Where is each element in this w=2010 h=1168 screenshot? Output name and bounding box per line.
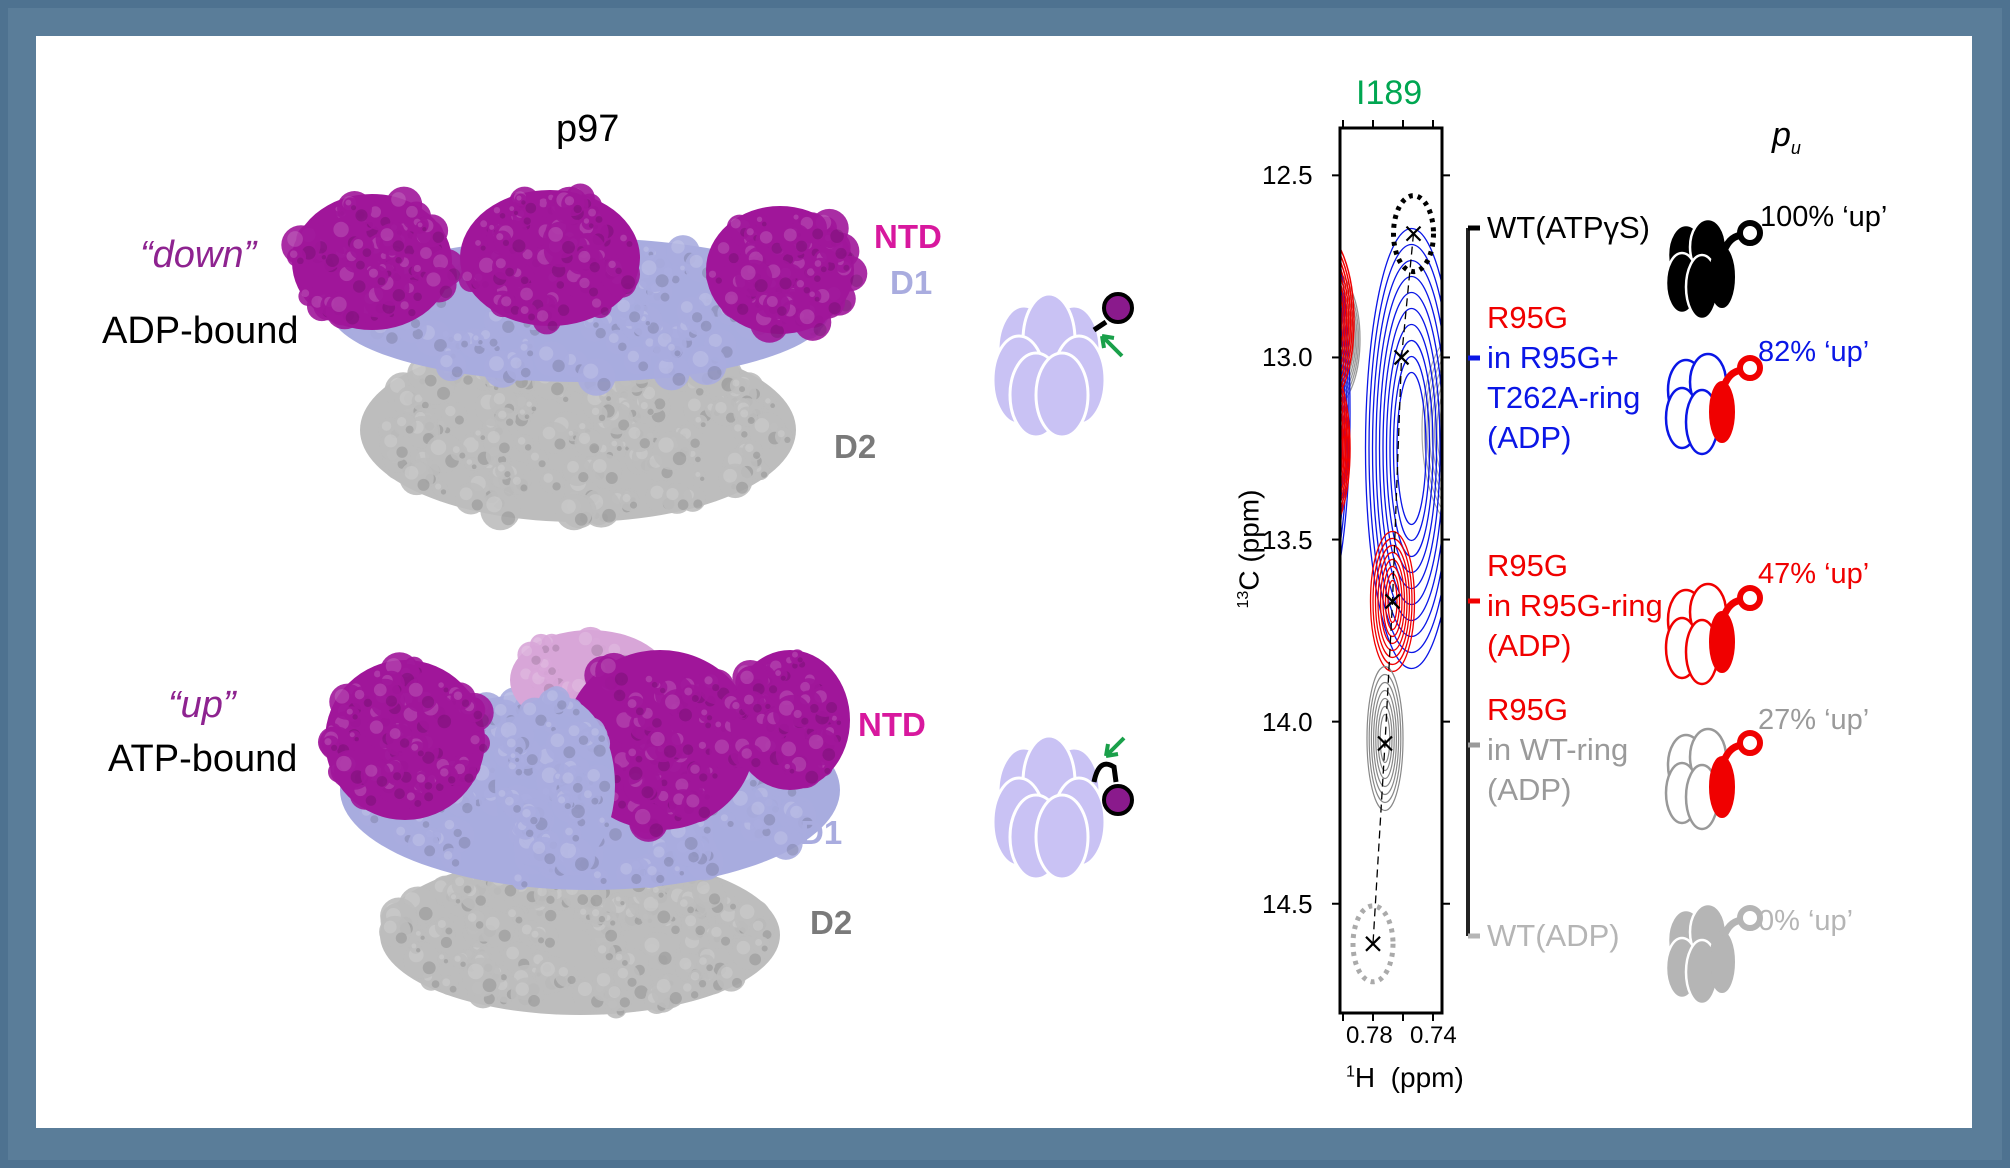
y-tick-label: 14.0 (1262, 706, 1313, 737)
icon-r95g-wt-ring (1664, 727, 1763, 831)
cartoon-up-icon (991, 734, 1134, 881)
y-tick-label: 14.5 (1262, 888, 1313, 919)
ntd-label-up: NTD (858, 706, 926, 743)
pu-icons (1664, 217, 1763, 1006)
sample-label: R95G (1487, 548, 1568, 583)
atp-bound-label: ATP-bound (108, 738, 298, 780)
peak-cross (1384, 593, 1401, 610)
ntd-domain (281, 186, 465, 330)
y-tick-label: 13.5 (1262, 524, 1313, 555)
y-tick-label: 13.0 (1262, 342, 1313, 373)
pu-value: 47% ‘up’ (1758, 558, 1870, 590)
adp-bound-label: ADP-bound (102, 310, 299, 352)
pu-value: 82% ‘up’ (1758, 336, 1870, 368)
d2-label-up: D2 (810, 904, 853, 941)
ntd-label-down: NTD (874, 218, 942, 255)
pu-header: pu (1772, 118, 1801, 157)
icon-wt-adp (1664, 902, 1763, 1006)
d1-label-down: D1 (890, 264, 933, 301)
adp-peak-marker (1350, 903, 1396, 985)
x-tick-078: 0.78 (1346, 1022, 1393, 1049)
sample-label: (ADP) (1487, 628, 1572, 663)
p97-up-structure (317, 626, 850, 1019)
p97-title: p97 (556, 108, 620, 150)
sample-label: R95G (1487, 692, 1568, 727)
ntd-domain (706, 206, 868, 343)
pu-value: 27% ‘up’ (1758, 704, 1870, 736)
up-label: “up” (168, 684, 236, 726)
y-tick-label: 12.5 (1262, 160, 1313, 191)
sample-bracket (1466, 225, 1480, 939)
icon-r95g-t262a (1664, 352, 1763, 456)
sample-label: WT(ADP) (1487, 918, 1620, 953)
peak-cross (1377, 735, 1393, 752)
down-label: “down” (140, 234, 257, 276)
residue-label: I189 (1356, 74, 1423, 112)
sample-label: (ADP) (1487, 420, 1572, 455)
peak-cross (1405, 225, 1422, 242)
ntd-domain (719, 649, 850, 790)
d2-label-down: D2 (834, 428, 877, 465)
sample-label: in WT-ring (1487, 732, 1629, 767)
p97-down-structure (281, 183, 868, 531)
ntd-domain (317, 652, 494, 820)
sample-label: in R95G-ring (1487, 588, 1663, 623)
icon-wt-atp (1664, 217, 1763, 321)
pu-value: 0% ‘up’ (1758, 905, 1854, 937)
y-axis-label-text: C (ppm) (1233, 489, 1265, 591)
sample-label: in R95G+ (1487, 340, 1619, 375)
atp-peak-marker (1391, 193, 1436, 275)
pu-subscript: u (1790, 137, 1801, 158)
plot-frame (1338, 126, 1444, 1015)
x-tick-074: 0.74 (1410, 1022, 1457, 1049)
peak-cross (1393, 349, 1410, 366)
sample-label: (ADP) (1487, 772, 1572, 807)
icon-r95g-ring (1664, 582, 1763, 686)
sample-label: R95G (1487, 300, 1568, 335)
d1-domain (493, 686, 615, 880)
sample-label: T262A-ring (1487, 380, 1641, 415)
x-axis-label: 1H (ppm) (1346, 1062, 1464, 1093)
y-axis-label: 13C (ppm) (1233, 489, 1265, 609)
sample-label: WT(ATPγS) (1487, 210, 1651, 245)
nmr-spectrum (1332, 120, 1450, 1021)
ntd-domain (458, 183, 640, 335)
pu-symbol: p (1772, 116, 1791, 154)
cartoon-down-icon (991, 292, 1134, 439)
d1-label-up: D1 (800, 814, 843, 851)
peak-cross (1365, 936, 1381, 952)
pu-value: 100% ‘up’ (1760, 201, 1888, 233)
contours (1340, 227, 1442, 812)
